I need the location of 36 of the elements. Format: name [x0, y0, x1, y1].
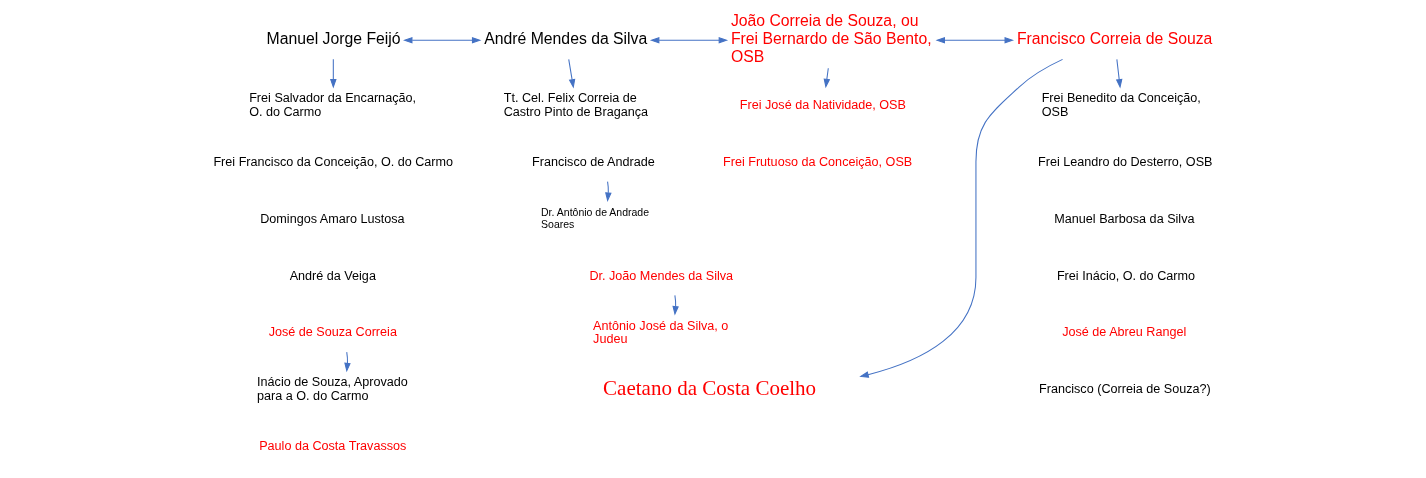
label: Frei Leandro do Desterro, OSB [1037, 155, 1213, 170]
arrow [403, 36, 482, 44]
arrow [649, 36, 729, 44]
node-text: Manuel Jorge Feijó [266, 29, 401, 47]
label: Frei Francisco da Conceição, O. do Carmo [213, 155, 454, 170]
label: Francisco (Correia de Souza?) [1039, 382, 1211, 397]
node-text: Inácio de Souza, Aprovado para a O. do Carmo [257, 375, 408, 404]
arrow [823, 67, 831, 89]
label: Frei Frutuoso da Conceição, OSB [722, 155, 913, 170]
node-text: Dr. Antônio de Andrade Soares [541, 206, 650, 230]
arrow [568, 58, 576, 89]
label: Manuel Barbosa da Silva [1054, 211, 1195, 226]
node-text: Frei Benedito da Conceição, OSB [1041, 91, 1201, 120]
arrow [330, 58, 337, 89]
label: Frei Inácio, O. do Carmo [1056, 268, 1195, 283]
arrow [935, 36, 1014, 44]
node-text: Dr. João Mendes da Silva [589, 268, 734, 283]
node-text: Tt. Cel. Felix Correia de Castro Pinto de Bragança [503, 91, 649, 120]
label: José de Abreu Rangel [1062, 325, 1187, 340]
label: Paulo da Costa Travassos [259, 438, 407, 453]
node-text: Caetano da Costa Coelho [603, 376, 817, 401]
node-text: André Mendes da Silva [484, 29, 648, 47]
arrow [1115, 58, 1123, 89]
node-text: Frei Salvador da Encarnação, O. do Carmo [249, 91, 416, 120]
node-text: Francisco de Andrade [532, 155, 655, 170]
node-text: José de Souza Correia [268, 325, 397, 340]
label: Domingos Amaro Lustosa [260, 211, 405, 226]
label: André da Veiga [289, 268, 376, 283]
node-text: João Correia de Souza, ou Frei Bernardo de São Bento, OSB [730, 12, 932, 65]
arrow [344, 351, 351, 373]
node-text: Antônio José da Silva, o Judeu [593, 318, 729, 347]
arrow [859, 58, 1064, 378]
node-text: Francisco Correia de Souza [1016, 29, 1213, 47]
node-text: Frei José da Natividade, OSB [739, 98, 906, 113]
arrow [605, 181, 612, 202]
arrow [672, 294, 679, 316]
